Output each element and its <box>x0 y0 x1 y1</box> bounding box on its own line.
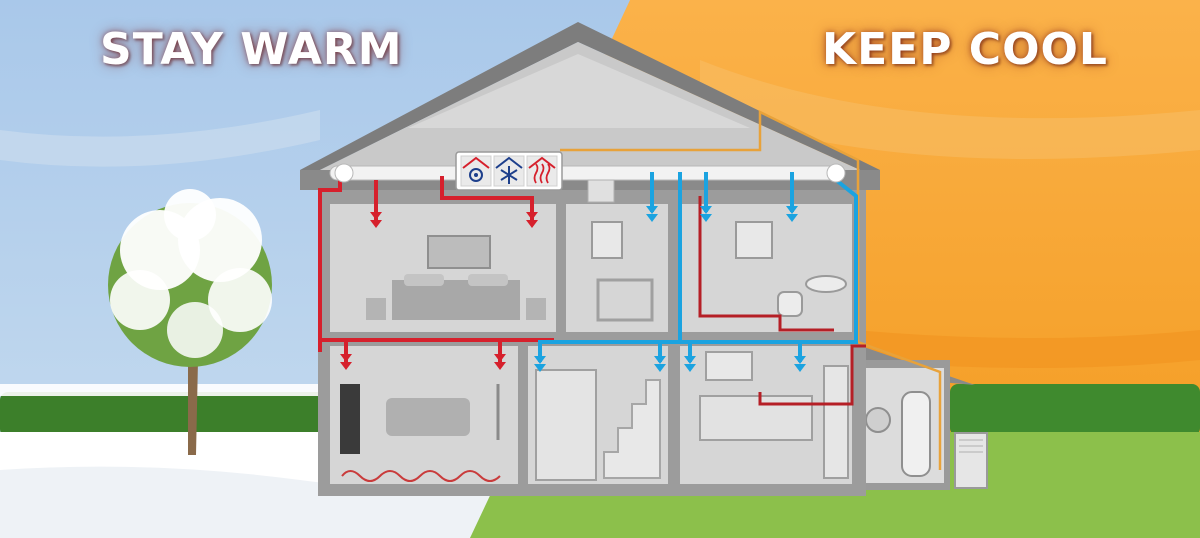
snowy-tree <box>108 189 272 455</box>
attic-inner <box>408 54 750 128</box>
service-pipe <box>560 109 942 470</box>
ventilation-fan-icon <box>460 155 492 187</box>
washing-machine <box>865 407 891 433</box>
summer-hedge <box>950 384 1200 436</box>
cool-ducts <box>538 172 858 362</box>
main-duct <box>329 165 843 181</box>
window <box>591 221 623 259</box>
warm-duct-bedroom-2 <box>440 176 534 220</box>
duct-end-cap <box>334 163 354 183</box>
cooling-snowflake-icon <box>493 155 525 187</box>
toilet <box>777 291 803 317</box>
wall-picture <box>427 235 491 269</box>
bed <box>392 280 520 320</box>
warm-vent-arrow <box>494 354 506 370</box>
keep-cool-headline: KEEP COOL <box>822 24 1108 75</box>
duct-end-cap <box>826 163 846 183</box>
staircase <box>603 379 661 479</box>
heat-pump-unit <box>954 432 988 489</box>
snow-clump <box>110 270 170 330</box>
winter-hedge <box>0 392 330 437</box>
winter-cloud <box>0 110 320 167</box>
side-annex <box>858 345 988 490</box>
cool-vent-arrow <box>646 206 658 222</box>
snow-drift <box>0 466 520 538</box>
cool-vent-arrow <box>684 356 696 372</box>
snow-clump <box>208 268 272 332</box>
sofa <box>386 398 470 436</box>
underfloor-heating <box>341 470 501 482</box>
warm-vent-arrow <box>340 354 352 370</box>
cool-vent-arrow <box>654 356 666 372</box>
radiator-pipework <box>698 196 866 406</box>
cool-vent-arrow <box>794 356 806 372</box>
furniture <box>340 221 849 481</box>
cool-vent-arrow <box>786 206 798 222</box>
hedges <box>0 384 1200 437</box>
snow-clump <box>164 189 216 241</box>
tv <box>340 384 360 454</box>
cool-duct-main <box>538 172 682 362</box>
interior-door <box>823 365 849 479</box>
bedside-table <box>366 298 386 320</box>
pillow <box>404 274 444 286</box>
cool-vent-arrow <box>700 206 712 222</box>
snow-on-hedge <box>0 384 330 396</box>
summer-cloud <box>700 60 1200 159</box>
cool-duct-return <box>680 178 858 344</box>
climate-control-unit <box>455 151 563 191</box>
front-door <box>535 369 597 481</box>
duct-connector <box>587 179 615 203</box>
pillow <box>468 274 508 286</box>
kitchen-blind <box>705 351 753 381</box>
warm-vent-arrow <box>526 212 538 228</box>
warm-vents <box>340 212 538 370</box>
cool-vent-arrow <box>534 356 546 372</box>
stair-banister <box>596 278 654 322</box>
snow-clump <box>167 302 223 358</box>
warm-duct-main <box>318 172 554 342</box>
stay-warm-headline: STAY WARM <box>100 24 403 75</box>
window <box>735 221 773 259</box>
warm-vent-arrow <box>370 212 382 228</box>
sink <box>805 275 847 293</box>
hot-water-cylinder <box>901 391 931 477</box>
bedside-table <box>526 298 546 320</box>
heating-house-icon <box>526 155 558 187</box>
cool-vents <box>534 206 806 372</box>
